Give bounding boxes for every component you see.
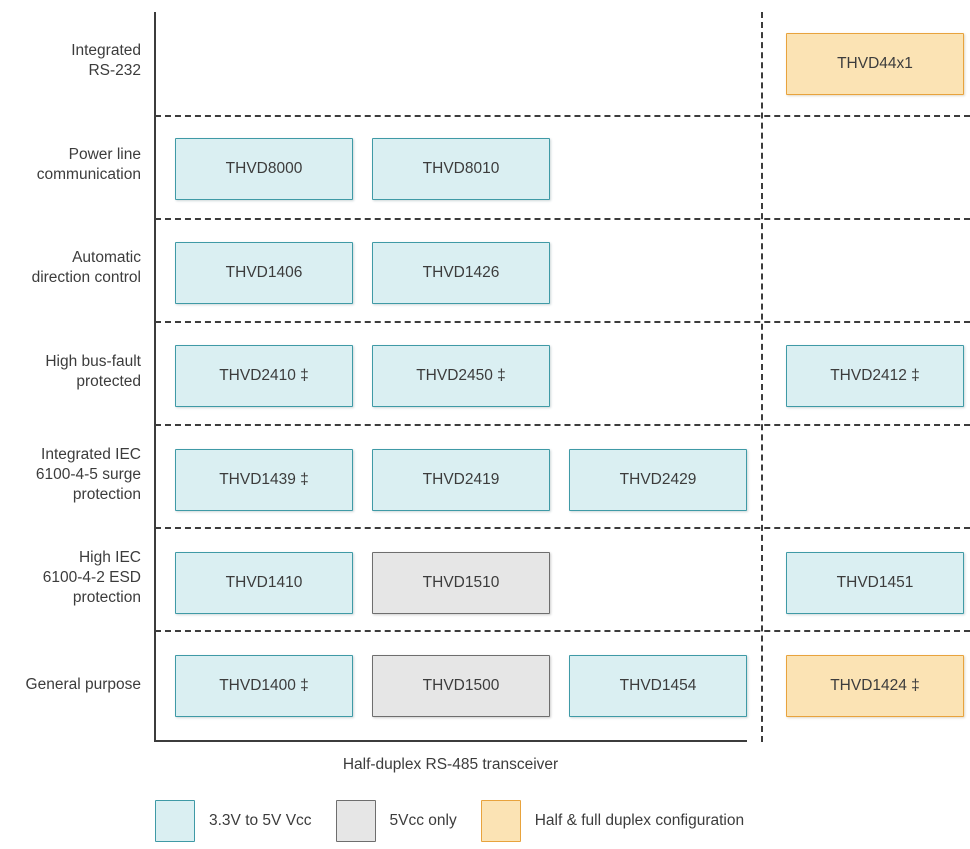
part-box-thvd1439[interactable]: THVD1439 ‡ [175,449,353,511]
part-box-thvd1406[interactable]: THVD1406 [175,242,353,304]
row-divider-3 [155,321,970,323]
legend-label-cyan: 3.3V to 5V Vcc [209,812,312,829]
legend-swatch-orange-icon [480,800,521,842]
part-box-thvd2429[interactable]: THVD2429 [569,449,747,511]
row-label-high-bus-fault-protected: High bus-fault protected [45,353,141,390]
part-box-thvd1400[interactable]: THVD1400 ‡ [175,655,353,717]
part-box-thvd2412[interactable]: THVD2412 ‡ [786,345,964,407]
part-box-thvd1424[interactable]: THVD1424 ‡ [786,655,964,717]
part-box-thvd44x1[interactable]: THVD44x1 [786,33,964,95]
part-box-thvd2450[interactable]: THVD2450 ‡ [372,345,550,407]
y-axis-line [154,12,156,742]
legend: 3.3V to 5V Vcc 5Vcc only Half & full dup… [155,800,744,842]
part-box-thvd1426[interactable]: THVD1426 [372,242,550,304]
legend-item-gray: 5Vcc only [335,800,457,842]
part-box-thvd1454[interactable]: THVD1454 [569,655,747,717]
row-label-power-line-communication: Power line communication [36,146,141,183]
x-axis-caption: Half-duplex RS-485 transceiver [342,756,559,773]
legend-swatch-gray-icon [335,800,376,842]
row-label-high-iec-esd: High IEC 6100-4-2 ESD protection [42,549,141,606]
legend-swatch-cyan-icon [155,800,195,842]
row-divider-5 [155,527,970,529]
row-label-automatic-direction-control: Automatic direction control [31,249,141,286]
part-box-thvd8000[interactable]: THVD8000 [175,138,353,200]
row-divider-4 [155,424,970,426]
part-box-thvd2419[interactable]: THVD2419 [372,449,550,511]
part-box-thvd8010[interactable]: THVD8010 [372,138,550,200]
row-divider-1 [155,115,970,117]
legend-item-cyan: 3.3V to 5V Vcc [155,800,312,842]
legend-item-orange: Half & full duplex configuration [480,800,745,842]
legend-label-orange: Half & full duplex configuration [534,812,745,829]
column-divider-dashed [761,12,763,742]
row-label-general-purpose: General purpose [25,676,141,693]
row-divider-6 [155,630,970,632]
row-label-integrated-rs232: Integrated RS-232 [71,42,141,79]
part-box-thvd1510[interactable]: THVD1510 [372,552,550,614]
part-box-thvd1500[interactable]: THVD1500 [372,655,550,717]
part-box-thvd1410[interactable]: THVD1410 [175,552,353,614]
legend-label-gray: 5Vcc only [389,812,457,829]
part-box-thvd2410[interactable]: THVD2410 ‡ [175,345,353,407]
x-axis-line [154,740,747,742]
row-label-integrated-iec-surge: Integrated IEC 6100-4-5 surge protection [35,446,141,503]
row-divider-2 [155,218,970,220]
part-box-thvd1451[interactable]: THVD1451 [786,552,964,614]
